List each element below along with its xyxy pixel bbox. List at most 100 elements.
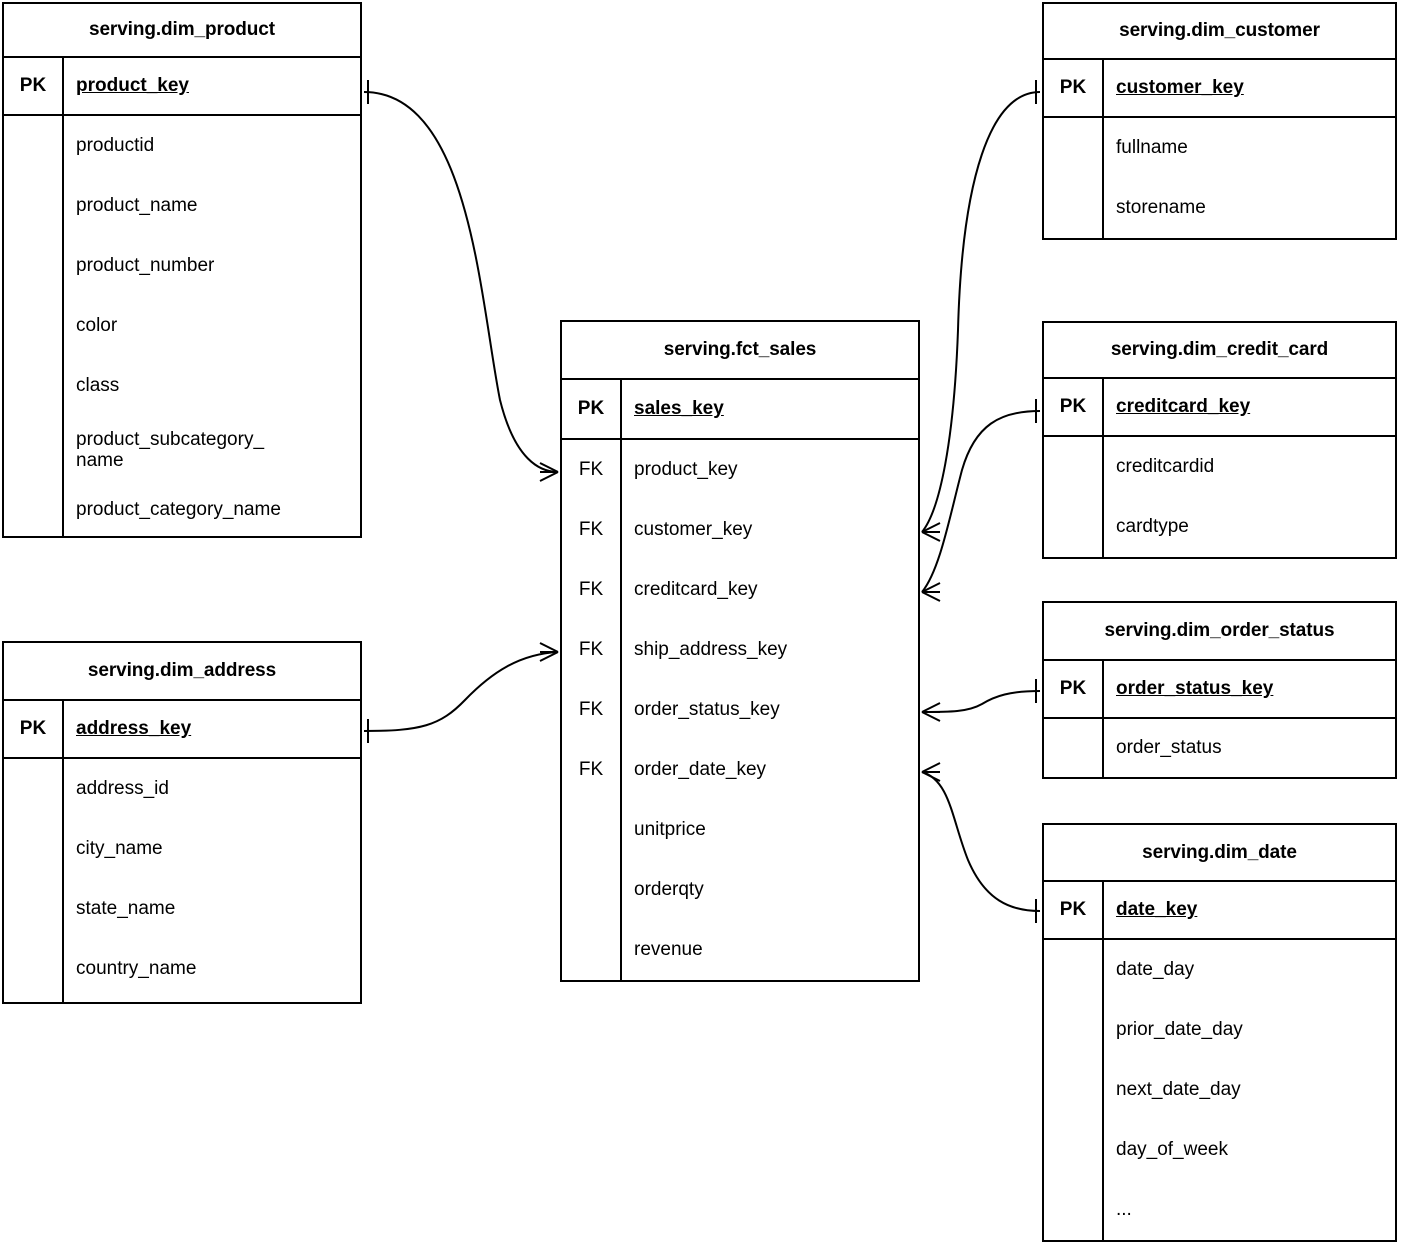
entity-fct-sales[interactable]: serving.fct_sales PK sales_key FK produc… (560, 320, 920, 982)
attribute-row: fullname (1116, 137, 1188, 159)
crowsfoot-product (539, 462, 559, 482)
attribute-row: product_number (76, 255, 215, 277)
fk-field-name: order_date_key (634, 759, 767, 781)
pk-badge: PK (4, 701, 64, 757)
attribute-row: next_date_day (1116, 1079, 1241, 1101)
crowsfoot-customer (921, 522, 941, 542)
entity-title-dim-date: serving.dim_date (1044, 825, 1395, 882)
pk-field-name: customer_key (1116, 77, 1244, 99)
attribute-row: order_status (1116, 737, 1222, 759)
fk-badge: FK (562, 440, 622, 500)
entity-title-dim-customer: serving.dim_customer (1044, 4, 1395, 60)
pk-row-dim-date: PK date_key (1044, 882, 1395, 940)
relationship-orderstatus (921, 679, 1041, 722)
pk-row-dim-customer: PK customer_key (1044, 60, 1395, 118)
entity-title-dim-credit-card: serving.dim_credit_card (1044, 323, 1395, 379)
pk-row-dim-product: PK product_key (4, 58, 360, 116)
crowsfoot-address (539, 642, 559, 662)
attribute-row: city_name (76, 838, 163, 860)
relationship-product (363, 80, 559, 482)
crowsfoot-creditcard (921, 582, 941, 602)
fk-field-name: product_key (634, 459, 738, 481)
attribute-row: country_name (76, 958, 197, 980)
fk-field-name: order_status_key (634, 699, 780, 721)
fk-row: FK order_status_key (562, 680, 918, 740)
entity-dim-product[interactable]: serving.dim_product PK product_key produ… (2, 2, 362, 538)
attribute-row: color (76, 315, 118, 337)
attribute-row: day_of_week (1116, 1139, 1228, 1161)
entity-title-dim-order-status: serving.dim_order_status (1044, 603, 1395, 661)
attributes-dim-order-status: order_status (1044, 719, 1395, 777)
crowsfoot-date (921, 762, 941, 782)
attribute-row: creditcardid (1116, 456, 1215, 478)
pk-badge: PK (1044, 60, 1104, 116)
pk-field-name: sales_key (634, 398, 724, 420)
pk-field-name: order_status_key (1116, 678, 1274, 700)
pk-row-dim-address: PK address_key (4, 701, 360, 759)
key-column-spacer (562, 800, 622, 980)
key-column-spacer (1044, 940, 1104, 1240)
pk-badge: PK (1044, 661, 1104, 717)
relationship-creditcard (921, 399, 1041, 602)
fk-field-name: ship_address_key (634, 639, 788, 661)
pk-field-name: date_key (1116, 899, 1198, 921)
attributes-dim-product: productid product_name product_number co… (4, 116, 360, 536)
fk-field-name: creditcard_key (634, 579, 758, 601)
attribute-row: state_name (76, 898, 176, 920)
entity-dim-credit-card[interactable]: serving.dim_credit_card PK creditcard_ke… (1042, 321, 1397, 559)
key-column-spacer (4, 759, 64, 1002)
relationship-address (363, 642, 559, 743)
entity-title-fct-sales: serving.fct_sales (562, 322, 918, 380)
attribute-row: address_id (76, 778, 169, 800)
entity-dim-order-status[interactable]: serving.dim_order_status PK order_status… (1042, 601, 1397, 779)
attributes-dim-date: date_day prior_date_day next_date_day da… (1044, 940, 1395, 1240)
key-column-spacer (1044, 118, 1104, 238)
pk-badge: PK (4, 58, 64, 114)
key-column-spacer (4, 116, 64, 536)
fk-row: FK customer_key (562, 500, 918, 560)
fk-row: FK creditcard_key (562, 560, 918, 620)
fk-field-name: customer_key (634, 519, 753, 541)
pk-row-dim-credit-card: PK creditcard_key (1044, 379, 1395, 437)
attribute-row: class (76, 375, 120, 397)
fk-badge: FK (562, 680, 622, 740)
attribute-row: productid (76, 135, 155, 157)
pk-badge: PK (562, 380, 622, 438)
attribute-row: product_category_name (76, 499, 281, 521)
attribute-row: cardtype (1116, 516, 1189, 538)
entity-dim-address[interactable]: serving.dim_address PK address_key addre… (2, 641, 362, 1004)
measure-row: unitprice (634, 819, 706, 841)
attribute-row: date_day (1116, 959, 1195, 981)
attribute-row: product_subcategory_ name (76, 428, 265, 471)
attributes-dim-credit-card: creditcardid cardtype (1044, 437, 1395, 557)
entity-dim-date[interactable]: serving.dim_date PK date_key date_day pr… (1042, 823, 1397, 1242)
fk-badge: FK (562, 500, 622, 560)
attribute-row: product_name (76, 195, 198, 217)
measure-row: orderqty (634, 879, 704, 901)
entity-dim-customer[interactable]: serving.dim_customer PK customer_key ful… (1042, 2, 1397, 240)
attribute-row-ellipsis: ... (1116, 1199, 1132, 1221)
measures-fct-sales: unitprice orderqty revenue (562, 800, 918, 980)
fk-row: FK product_key (562, 440, 918, 500)
pk-row-fct-sales: PK sales_key (562, 380, 918, 440)
crowsfoot-orderstatus (921, 702, 941, 722)
fk-badge: FK (562, 740, 622, 800)
key-column-spacer (1044, 719, 1104, 777)
key-column-spacer (1044, 437, 1104, 557)
pk-field-name: address_key (76, 718, 192, 740)
pk-field-name: creditcard_key (1116, 396, 1251, 418)
pk-row-dim-order-status: PK order_status_key (1044, 661, 1395, 719)
fk-row: FK order_date_key (562, 740, 918, 800)
pk-badge: PK (1044, 379, 1104, 435)
relationship-customer (921, 80, 1041, 542)
fk-badge: FK (562, 620, 622, 680)
pk-badge: PK (1044, 882, 1104, 938)
fk-row: FK ship_address_key (562, 620, 918, 680)
attribute-row: prior_date_day (1116, 1019, 1243, 1041)
attributes-dim-customer: fullname storename (1044, 118, 1395, 238)
attributes-dim-address: address_id city_name state_name country_… (4, 759, 360, 1002)
attribute-row: storename (1116, 197, 1206, 219)
entity-title-dim-product: serving.dim_product (4, 4, 360, 58)
relationship-date (921, 762, 1041, 923)
